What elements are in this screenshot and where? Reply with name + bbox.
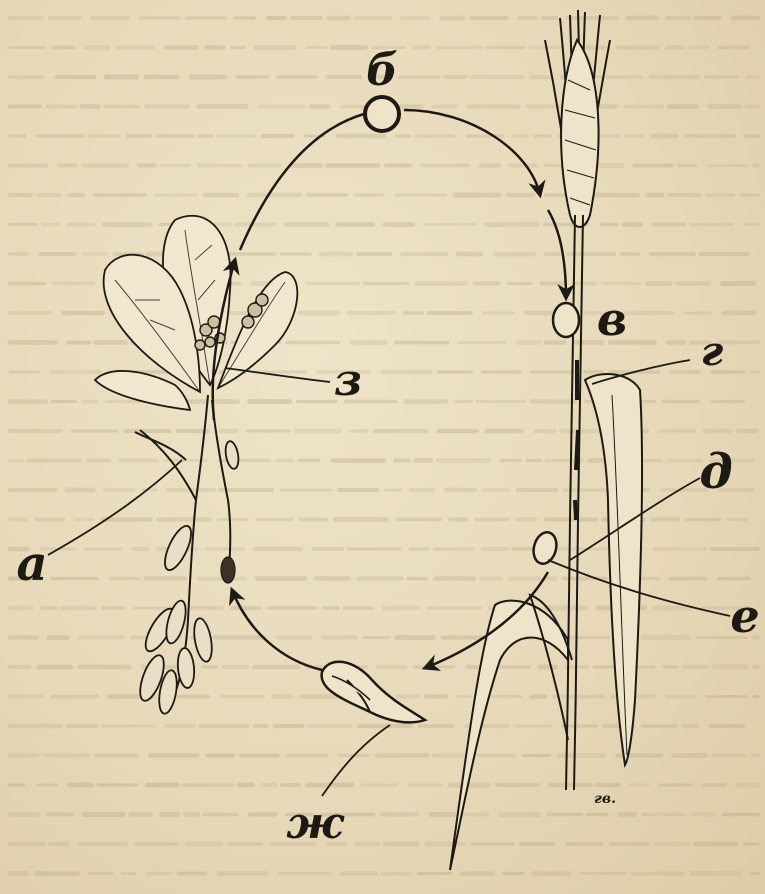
- stem-cluster: [221, 557, 235, 583]
- spore-d: [530, 530, 560, 567]
- arrow-b-to-v-2: [548, 210, 566, 298]
- signature-text: гв.: [594, 791, 616, 807]
- cycle-arrows: [213, 110, 566, 670]
- label-b: б: [366, 45, 398, 96]
- label-d: д: [699, 444, 732, 500]
- wheat-ear-body: [561, 40, 598, 227]
- wheat-ear: [545, 10, 610, 227]
- arrow-up-to-b: [240, 114, 364, 250]
- arrow-zh-to-barberry: [232, 590, 322, 670]
- barberry-leaves: [95, 216, 297, 410]
- label-a: а: [16, 536, 47, 592]
- arrow-b-to-v: [404, 110, 540, 195]
- label-v: в: [597, 292, 627, 346]
- leader-zh: [322, 725, 390, 796]
- label-e: е: [730, 589, 759, 643]
- label-zh: ж: [286, 798, 345, 849]
- wheat-plant: [450, 10, 642, 870]
- label-z: з: [334, 355, 362, 406]
- teliospore-zh: [322, 662, 425, 723]
- spore-v: [553, 303, 579, 337]
- wheat-leaf-left: [450, 601, 568, 870]
- leader-a: [48, 460, 182, 555]
- label-g: г: [701, 328, 724, 375]
- spore-b: [365, 97, 399, 131]
